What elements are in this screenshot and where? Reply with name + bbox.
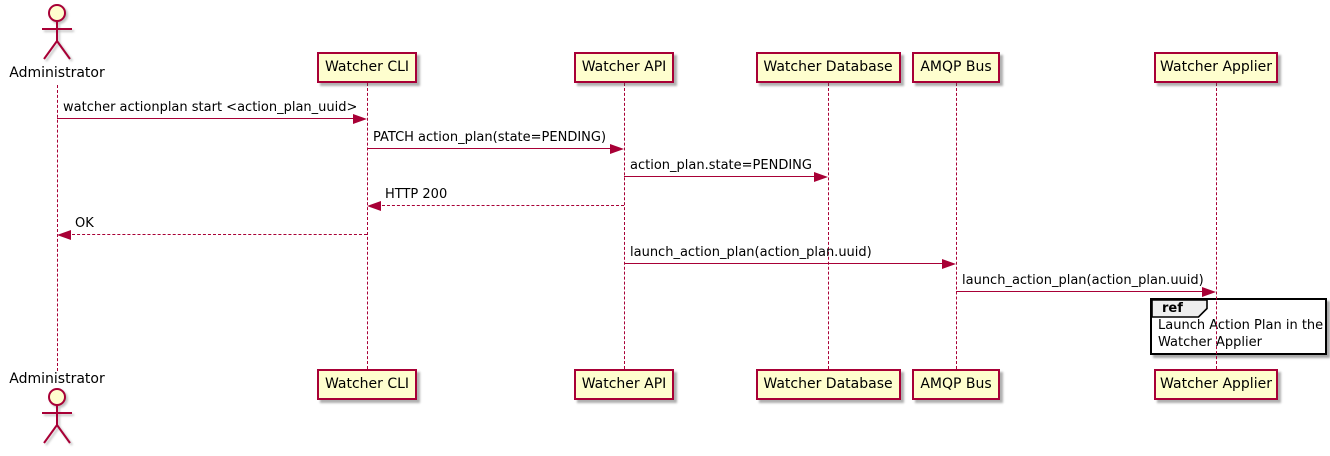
message-label-3: action_plan.state=PENDING (630, 158, 812, 173)
actor-label: Administrator (9, 371, 105, 387)
lifeline-administrator (56, 85, 58, 371)
lifeline-amqp-bus (955, 83, 957, 369)
message-label-1: watcher actionplan start <action_plan_uu… (63, 100, 358, 115)
message-line-6 (624, 263, 946, 264)
message-line-3 (624, 176, 818, 177)
actor-icon (42, 388, 72, 444)
message-label-7: launch_action_plan(action_plan.uuid) (962, 273, 1204, 288)
lifeline-watcher-applier (1215, 83, 1217, 369)
actor-label: Administrator (9, 65, 105, 81)
participant-watcher-database: Watcher Database (755, 369, 901, 400)
actor-icon (42, 4, 72, 60)
ref-header-shape (1151, 299, 1208, 318)
message-arrowhead-2 (610, 144, 624, 154)
lifeline-watcher-cli (366, 83, 368, 369)
message-arrowhead-4 (367, 201, 381, 211)
message-label-4: HTTP 200 (385, 187, 448, 202)
message-arrowhead-1 (353, 114, 367, 124)
message-line-1 (57, 118, 357, 119)
participant-amqp-bus: AMQP Bus (912, 52, 1000, 83)
message-label-5: OK (75, 216, 94, 231)
participant-watcher-database: Watcher Database (755, 52, 901, 83)
ref-fragment: ref Launch Action Plan in the Watcher Ap… (1150, 298, 1327, 355)
participant-watcher-api: Watcher API (574, 369, 674, 400)
message-line-2 (367, 148, 614, 149)
participant-watcher-applier: Watcher Applier (1154, 52, 1278, 83)
lifeline-watcher-api (623, 83, 625, 369)
message-line-4 (377, 205, 624, 206)
participant-amqp-bus: AMQP Bus (912, 369, 1000, 400)
message-label-2: PATCH action_plan(state=PENDING) (373, 130, 607, 145)
message-arrowhead-5 (57, 230, 71, 240)
message-arrowhead-7 (1202, 287, 1216, 297)
participant-watcher-cli: Watcher CLI (317, 52, 417, 83)
ref-keyword: ref (1162, 301, 1183, 316)
participant-watcher-applier: Watcher Applier (1154, 369, 1278, 400)
message-arrowhead-6 (942, 259, 956, 269)
participant-watcher-api: Watcher API (574, 52, 674, 83)
message-line-5 (67, 234, 367, 235)
ref-text-line: Launch Action Plan in the (1158, 318, 1324, 333)
message-arrowhead-3 (814, 172, 828, 182)
lifeline-watcher-database (827, 83, 829, 369)
message-label-6: launch_action_plan(action_plan.uuid) (630, 245, 872, 260)
ref-text-line: Watcher Applier (1158, 335, 1262, 350)
message-line-7 (956, 291, 1206, 292)
participant-watcher-cli: Watcher CLI (317, 369, 417, 400)
